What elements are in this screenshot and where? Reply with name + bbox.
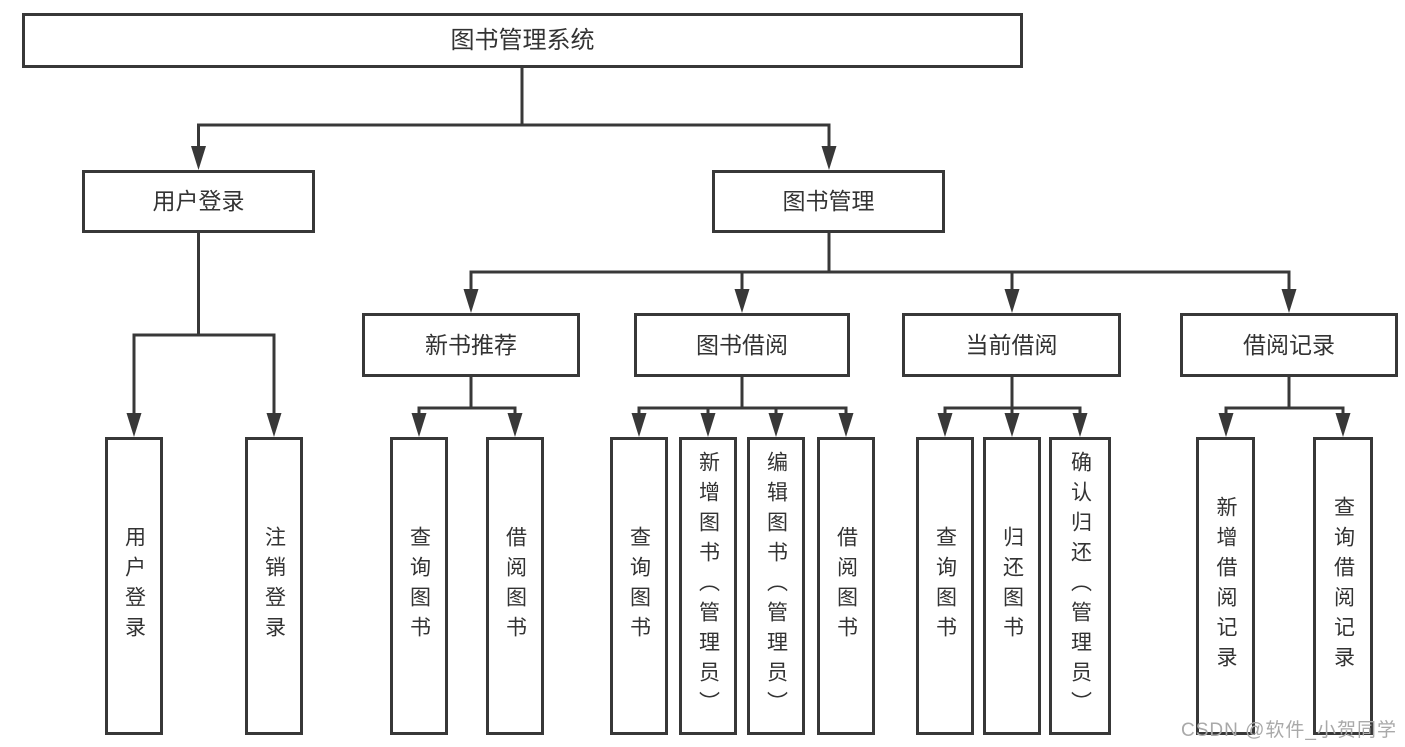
leaf-current-return-books: 归还图书 — [983, 437, 1041, 735]
arrowhead — [768, 413, 784, 437]
leaf-current-query-books-label: 查询图书 — [933, 526, 957, 646]
arrowhead — [411, 413, 427, 437]
leaf-borrowing-edit-books-admin: 编辑图书（管理员） — [747, 437, 805, 735]
arrowhead — [1281, 289, 1297, 313]
arrowhead — [266, 413, 282, 437]
arrowhead — [191, 146, 206, 170]
leaf-current-return-books-label: 归还图书 — [1000, 526, 1024, 646]
connector-root-to-level2 — [197, 68, 831, 150]
leaf-logout-label: 注销登录 — [262, 526, 286, 646]
arrowhead — [1004, 413, 1020, 437]
arrowhead — [126, 413, 142, 437]
leaf-borrowing-borrow-books-label: 借阅图书 — [834, 526, 858, 646]
arrowhead — [937, 413, 953, 437]
leaf-borrowing-add-books-admin: 新增图书（管理员） — [679, 437, 737, 735]
node-book-management: 图书管理 — [712, 170, 945, 233]
leaf-records-query-record-label: 查询借阅记录 — [1331, 496, 1355, 676]
arrowhead — [734, 289, 750, 313]
connector-book-management-to-level3 — [469, 233, 1291, 292]
node-current-borrowing-label: 当前借阅 — [965, 331, 1058, 358]
arrowhead — [631, 413, 647, 437]
arrowhead — [700, 413, 716, 437]
arrowhead — [838, 413, 854, 437]
leaf-borrowing-query-books-label: 查询图书 — [627, 526, 651, 646]
leaf-borrowing-edit-books-admin-label: 编辑图书（管理员） — [764, 451, 788, 721]
leaf-logout: 注销登录 — [245, 437, 303, 735]
connector-recommend-to-leaves — [417, 377, 517, 416]
csdn-watermark: CSDN @软件_小贺同学 — [1181, 720, 1397, 741]
node-book-borrowing-label: 图书借阅 — [696, 331, 788, 358]
leaf-current-confirm-return-admin-label: 确认归还（管理员） — [1068, 451, 1092, 721]
arrowhead — [1072, 413, 1088, 437]
leaf-user-login: 用户登录 — [105, 437, 163, 735]
node-borrowing-records-label: 借阅记录 — [1243, 331, 1335, 358]
leaf-records-add-record-label: 新增借阅记录 — [1214, 496, 1237, 676]
connector-records-to-leaves — [1224, 377, 1345, 416]
leaf-user-login-label: 用户登录 — [122, 526, 146, 646]
arrowhead — [463, 289, 479, 313]
connector-user-login-to-leaves — [132, 233, 276, 416]
arrowhead — [507, 413, 523, 437]
node-book-management-label: 图书管理 — [782, 188, 875, 214]
leaf-recommend-borrow-books: 借阅图书 — [486, 437, 544, 735]
leaf-recommend-borrow-books-label: 借阅图书 — [503, 526, 527, 646]
node-borrowing-records: 借阅记录 — [1180, 313, 1398, 377]
arrowhead — [1218, 413, 1234, 437]
leaf-records-add-record: 新增借阅记录 — [1196, 437, 1255, 735]
arrowhead — [1335, 413, 1351, 437]
node-new-book-recommend-label: 新书推荐 — [425, 331, 517, 358]
arrowhead — [821, 146, 837, 170]
node-root: 图书管理系统 — [22, 13, 1023, 68]
node-current-borrowing: 当前借阅 — [902, 313, 1121, 377]
leaf-current-query-books: 查询图书 — [916, 437, 974, 735]
node-new-book-recommend: 新书推荐 — [362, 313, 580, 377]
node-user-login: 用户登录 — [82, 170, 315, 233]
arrowhead — [1004, 289, 1020, 313]
leaf-records-query-record: 查询借阅记录 — [1313, 437, 1373, 735]
node-root-label: 图书管理系统 — [450, 26, 595, 54]
leaf-recommend-query-books: 查询图书 — [390, 437, 448, 735]
node-book-borrowing: 图书借阅 — [634, 313, 850, 377]
leaf-borrowing-query-books: 查询图书 — [610, 437, 668, 735]
connector-current-to-leaves — [943, 377, 1082, 416]
leaf-recommend-query-books-label: 查询图书 — [407, 526, 431, 646]
leaf-current-confirm-return-admin: 确认归还（管理员） — [1049, 437, 1111, 735]
leaf-borrowing-add-books-admin-label: 新增图书（管理员） — [696, 451, 720, 721]
leaf-borrowing-borrow-books: 借阅图书 — [817, 437, 875, 735]
node-user-login-label: 用户登录 — [152, 188, 245, 214]
connector-borrowing-to-leaves — [637, 377, 848, 416]
